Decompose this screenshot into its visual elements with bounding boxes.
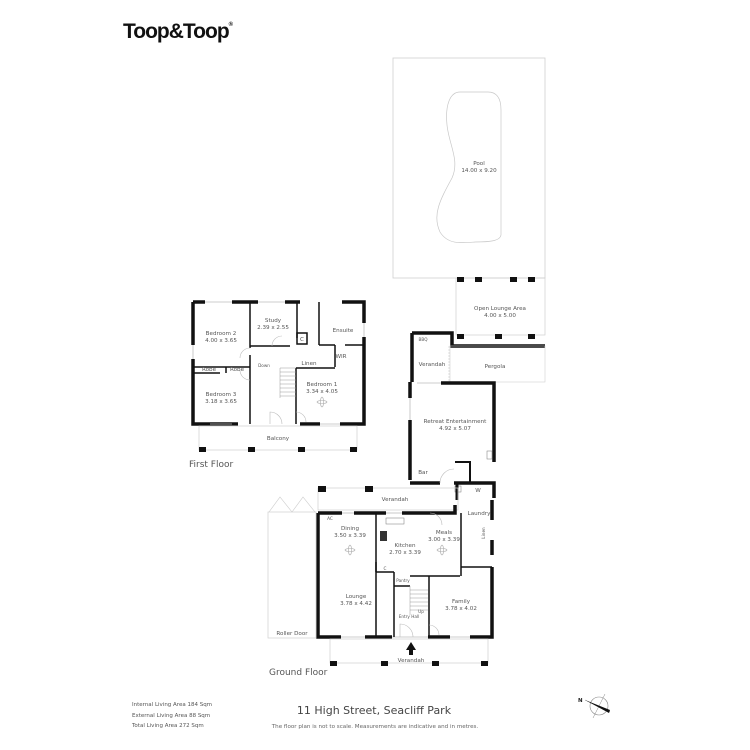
verandah-top-label: Verandah bbox=[382, 497, 409, 503]
open-lounge-label: Open Lounge Area bbox=[474, 306, 526, 312]
property-address: 11 High Street, Seacliff Park bbox=[296, 704, 452, 717]
down-label: Down bbox=[258, 363, 270, 368]
area-summary: Internal Living Area 184 Sqm External Li… bbox=[132, 700, 212, 732]
pool-label: Pool bbox=[473, 161, 485, 167]
study-label: Study bbox=[265, 318, 282, 324]
laundry-label: Laundry bbox=[468, 511, 491, 517]
robe1-label: Robe bbox=[202, 367, 217, 373]
dining-dims: 3.50 x 3.39 bbox=[334, 533, 366, 539]
linen-label: Linen bbox=[481, 527, 486, 539]
pool-area: Pool 14.00 x 9.20 bbox=[392, 57, 546, 279]
verandah-front-label: Verandah bbox=[398, 658, 425, 664]
balcony-label: Balcony bbox=[267, 436, 290, 442]
bar-label: Bar bbox=[418, 470, 428, 476]
lounge-dims: 3.78 x 4.42 bbox=[340, 601, 372, 607]
lounge-label: Lounge bbox=[346, 594, 367, 600]
open-lounge-dims: 4.00 x 5.00 bbox=[484, 313, 516, 319]
first-floor-title: First Floor bbox=[189, 460, 234, 470]
retreat-building: Retreat Entertainment 4.92 x 5.07 Bar W bbox=[408, 381, 496, 500]
family-dims: 3.78 x 4.02 bbox=[445, 606, 477, 612]
kitchen-label: Kitchen bbox=[394, 543, 415, 549]
verandah-rear-label: Verandah bbox=[419, 362, 446, 368]
first-floor-plan: Bedroom 2 4.00 x 3.65 Study 2.39 x 2.55 … bbox=[191, 300, 366, 452]
external-area: External Living Area 88 Sqm bbox=[132, 712, 211, 719]
wir-label: WIR bbox=[335, 354, 346, 360]
entry-hall-label: Entry Hall bbox=[399, 614, 420, 619]
ground-floor-plan: Verandah bbox=[267, 486, 494, 666]
roller-door-label: Roller Door bbox=[276, 631, 308, 637]
c-label: C bbox=[384, 566, 387, 571]
pergola-label: Pergola bbox=[485, 364, 506, 370]
pantry-label: Pantry bbox=[396, 578, 410, 583]
bedroom3-label: Bedroom 3 bbox=[206, 392, 237, 398]
ac-label: AC bbox=[327, 516, 333, 521]
linen-label: Linen bbox=[301, 361, 317, 367]
internal-area: Internal Living Area 184 Sqm bbox=[132, 702, 213, 708]
bedroom3-dims: 3.18 x 3.65 bbox=[205, 399, 237, 405]
retreat-dims: 4.92 x 5.07 bbox=[439, 426, 471, 432]
w-label: W bbox=[475, 488, 481, 494]
bedroom2-label: Bedroom 2 bbox=[206, 331, 237, 337]
ground-floor-title: Ground Floor bbox=[269, 668, 328, 678]
family-label: Family bbox=[452, 599, 471, 605]
meals-dims: 3.00 x 3.39 bbox=[428, 537, 460, 543]
bedroom1-label: Bedroom 1 bbox=[307, 382, 338, 388]
meals-label: Meals bbox=[436, 530, 452, 536]
north-label: N bbox=[578, 698, 583, 704]
robe2-label: Robe bbox=[230, 367, 245, 373]
dining-label: Dining bbox=[341, 526, 360, 532]
pool-outline bbox=[436, 91, 502, 244]
bedroom1-dims: 3.34 x 4.05 bbox=[306, 389, 338, 395]
brand-logo: Toop&Toop® bbox=[123, 20, 234, 43]
up-label: Up bbox=[418, 609, 424, 614]
pergola-verandah: BBQ Verandah Pergola bbox=[410, 331, 546, 383]
bbq-label: BBQ bbox=[418, 337, 428, 342]
open-lounge-area: Open Lounge Area 4.00 x 5.00 bbox=[455, 277, 546, 339]
pool-dims: 14.00 x 9.20 bbox=[461, 168, 497, 174]
compass-icon: N bbox=[578, 693, 611, 719]
study-dims: 2.39 x 2.55 bbox=[257, 325, 289, 331]
kitchen-dims: 2.70 x 3.39 bbox=[389, 550, 421, 556]
retreat-label: Retreat Entertainment bbox=[424, 419, 487, 425]
total-area: Total Living Area 272 Sqm bbox=[132, 723, 204, 729]
disclaimer: The floor plan is not to scale. Measurem… bbox=[271, 724, 479, 730]
entry-arrow-icon bbox=[406, 642, 416, 655]
bedroom2-dims: 4.00 x 3.65 bbox=[205, 338, 237, 344]
c-label: C bbox=[300, 337, 304, 343]
ensuite-label: Ensuite bbox=[333, 328, 354, 334]
